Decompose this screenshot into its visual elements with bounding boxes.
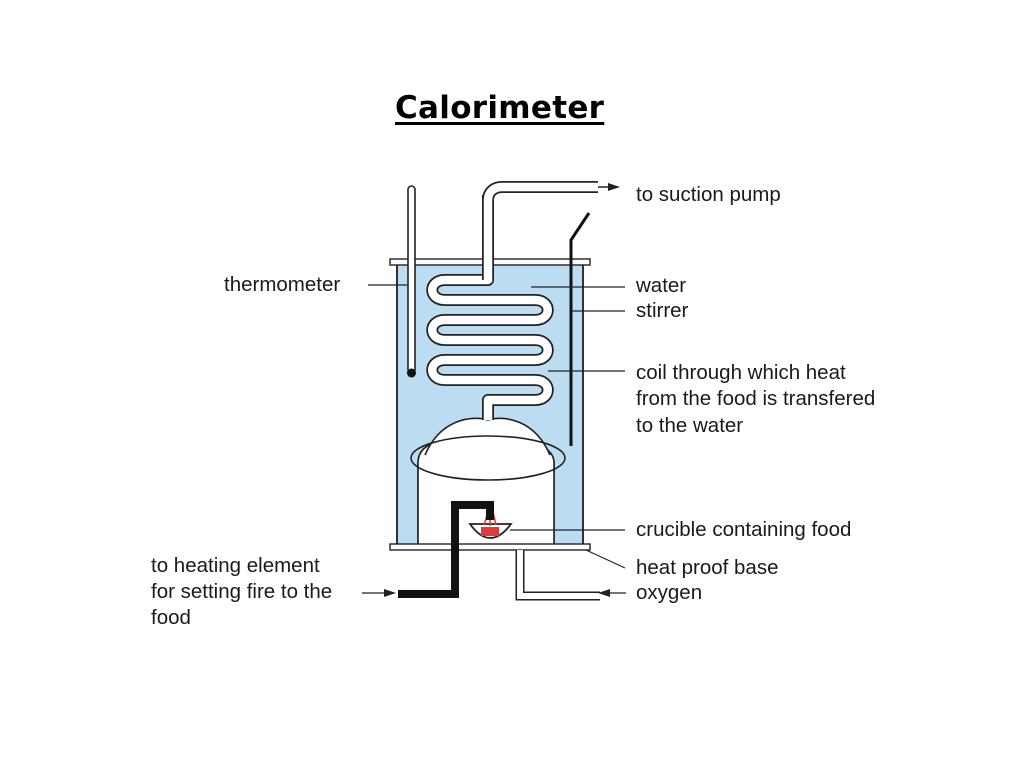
label-heat-proof-base: heat proof base (636, 556, 778, 579)
label-heating-1: to heating element (151, 554, 320, 577)
label-coil-2: from the food is transfered (636, 387, 875, 410)
label-coil-3: to the water (636, 414, 743, 437)
diagram-title: Calorimeter (395, 90, 605, 126)
heating-wire (398, 501, 494, 598)
label-heating-3: food (151, 606, 191, 629)
label-crucible: crucible containing food (636, 518, 851, 541)
thermometer (407, 185, 416, 374)
label-coil-1: coil through which heat (636, 361, 846, 384)
oxygen-pipe (515, 550, 600, 601)
label-heating-2: for setting fire to the (151, 580, 332, 603)
label-suction-pump: to suction pump (636, 183, 781, 206)
label-water: water (635, 274, 686, 297)
label-thermometer: thermometer (224, 273, 340, 296)
label-stirrer: stirrer (636, 299, 689, 322)
heat-proof-base (389, 543, 591, 551)
label-oxygen: oxygen (636, 581, 702, 604)
stirrer (569, 212, 591, 446)
chamber-rim (410, 435, 566, 481)
